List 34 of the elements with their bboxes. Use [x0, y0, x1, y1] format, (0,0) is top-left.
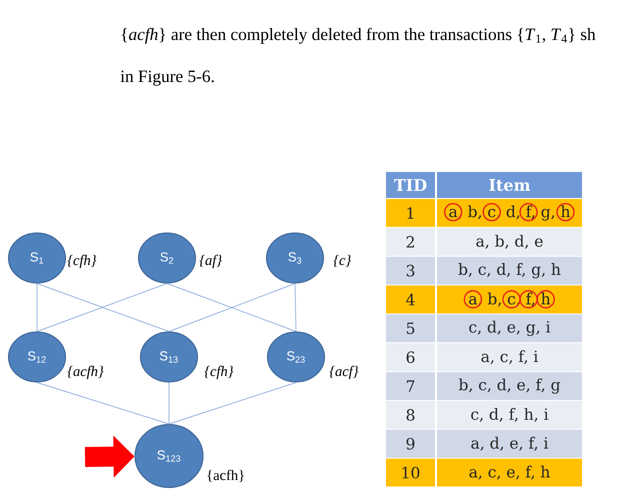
- table-cell: c, d, f, h, i: [437, 400, 582, 429]
- table-cell: 9: [386, 430, 435, 458]
- header-cell: Item: [437, 172, 582, 198]
- connector-line: [36, 283, 38, 332]
- connector-line: [168, 382, 296, 424]
- table-cell: 10: [386, 458, 435, 487]
- table-cell: b, c, d, f, g, h: [437, 256, 582, 285]
- table-cell: 2: [386, 228, 435, 256]
- set-label: {cfh}: [204, 366, 234, 380]
- table-cell: a, c, e, f, h: [437, 458, 582, 487]
- table-cell: 5: [386, 314, 435, 342]
- table-cell: 8: [386, 400, 435, 429]
- table-cell: 6: [386, 343, 435, 372]
- header-cell: TID: [386, 172, 435, 198]
- table-cell: a, c, f, i: [437, 343, 582, 372]
- body-text: in Figure 5-6.: [120, 70, 214, 86]
- table-cell: a, b, d, e: [437, 228, 582, 256]
- set-label: {acfh}: [208, 470, 244, 482]
- set-label: {c}: [333, 254, 352, 267]
- body-text: {acfh} are then completely deleted from the transactions {T$_{1}$, T$_{4}$} sh: [122, 28, 596, 44]
- table-cell: 3: [386, 256, 435, 285]
- set-label: {acf}: [329, 366, 358, 380]
- set-label: {acfh}: [67, 366, 104, 380]
- table-cell: a, d, e, f, i: [437, 430, 582, 458]
- set-label: {af}: [199, 254, 222, 268]
- set-label: {cfh}: [67, 254, 96, 268]
- connector-line: [294, 283, 296, 332]
- table-cell: 7: [386, 372, 435, 400]
- connector-line: [36, 382, 170, 424]
- connector-line: [168, 382, 170, 424]
- table-cell: 1: [386, 199, 435, 227]
- table-cell: b, c, d, e, f, g: [437, 372, 582, 400]
- table-cell: c, d, e, g, i: [437, 314, 582, 342]
- table-cell: 4: [386, 286, 435, 314]
